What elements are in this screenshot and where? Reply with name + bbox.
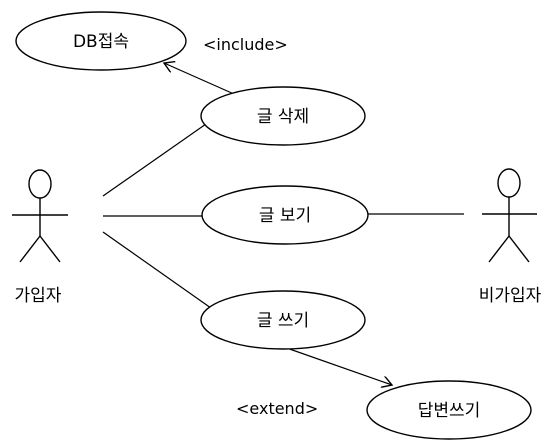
label-actor-member: 가입자 <box>15 286 62 306</box>
label-view-post: 글 보기 <box>259 206 311 226</box>
usecase-view-post <box>201 185 369 245</box>
include-arrow <box>164 63 244 99</box>
usecase-write-post <box>200 290 366 350</box>
usecase-reply <box>366 380 532 440</box>
label-db-connect: DB접속 <box>73 32 129 52</box>
association-member-delete <box>102 116 217 197</box>
usecase-db-connect <box>15 11 187 71</box>
usecase-delete-post <box>200 86 366 146</box>
label-include: <include> <box>203 35 288 54</box>
label-actor-nonmember: 비가입자 <box>479 286 542 306</box>
association-member-write <box>102 231 219 314</box>
actor-member-icon <box>12 169 68 263</box>
extend-arrow <box>280 345 392 385</box>
label-delete-post: 글 삭제 <box>257 107 309 127</box>
actor-nonmember-icon <box>482 168 537 263</box>
label-reply: 답변쓰기 <box>418 401 481 421</box>
label-write-post: 글 쓰기 <box>257 311 309 331</box>
label-extend: <extend> <box>236 399 318 418</box>
